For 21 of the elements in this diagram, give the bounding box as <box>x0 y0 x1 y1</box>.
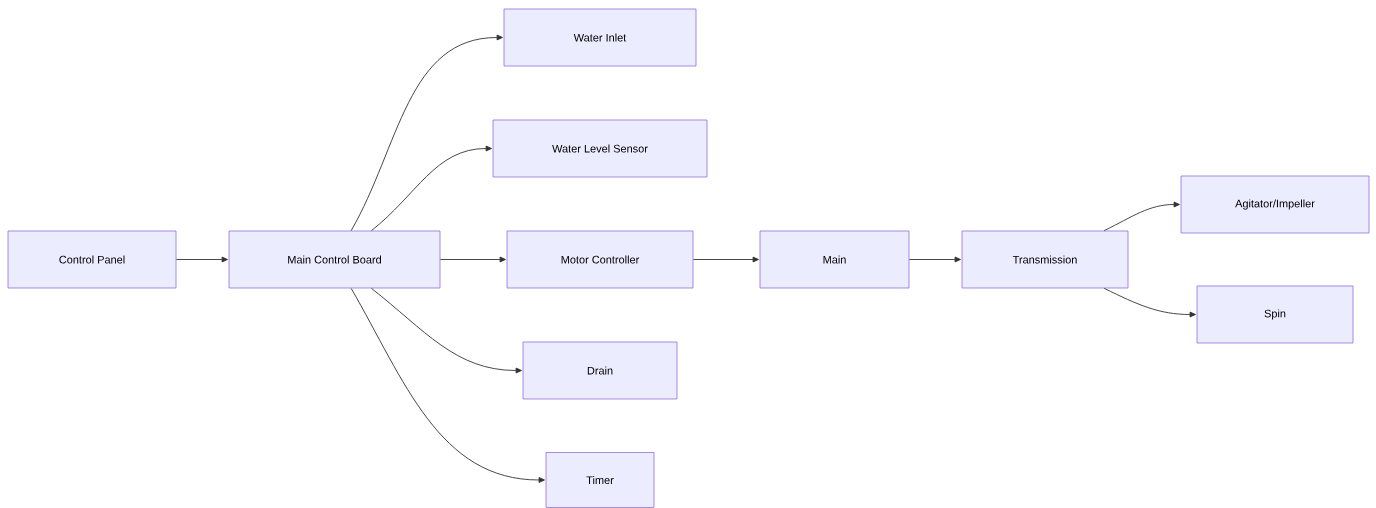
process-box: Main <box>759 230 910 289</box>
arrow <box>692 256 759 263</box>
arrow <box>175 256 228 263</box>
process-box: Water Inlet <box>503 8 697 67</box>
process-box: Main Control Board <box>228 230 441 289</box>
arrow <box>908 256 961 263</box>
process-box: Water Level Sensor <box>492 119 708 178</box>
arrow <box>350 287 545 483</box>
process-box: Control Panel <box>7 230 177 289</box>
process-box: Spin <box>1196 285 1354 344</box>
process-box: Transmission <box>961 230 1129 289</box>
arrow <box>371 287 522 374</box>
arrow <box>439 256 506 263</box>
arrow <box>350 34 503 232</box>
arrow <box>371 145 492 232</box>
arrow <box>1103 287 1196 318</box>
process-box: Agitator/Impeller <box>1180 175 1370 234</box>
arrow <box>1103 201 1180 232</box>
process-box: Motor Controller <box>506 230 694 289</box>
process-box: Drain <box>522 341 678 400</box>
process-box: Timer <box>545 452 655 508</box>
